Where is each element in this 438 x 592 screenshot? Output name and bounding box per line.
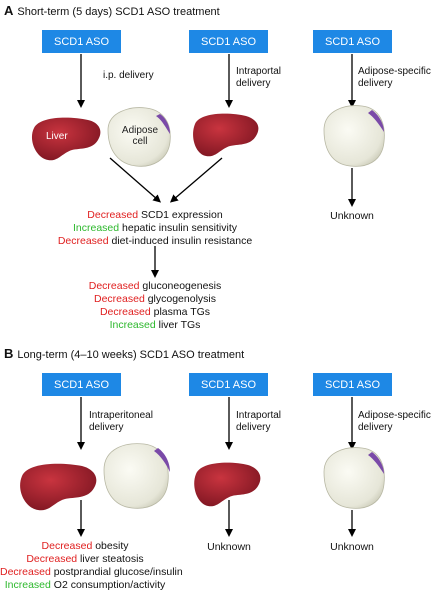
scd1-aso-box: SCD1 ASO: [313, 373, 392, 396]
scd1-aso-box: SCD1 ASO: [189, 30, 268, 53]
route-label-ip: i.p. delivery: [103, 70, 154, 81]
liver-icon: [193, 113, 259, 157]
scd1-aso-box: SCD1 ASO: [313, 30, 392, 53]
arrow-a-liver-to-effects: [109, 157, 162, 203]
route-label-intraperitoneal: Intraperitoneal delivery: [89, 410, 153, 433]
effects-list-b: Decreased obesity Decreased liver steato…: [0, 540, 183, 592]
effect-item: Increased liver TGs: [109, 319, 201, 331]
unknown-label: Unknown: [330, 210, 374, 222]
panel-a-title-text: Short-term (5 days) SCD1 ASO treatment: [17, 6, 220, 18]
effect-item: Decreased liver steatosis: [26, 553, 144, 565]
route-label-adipose: Adipose-specific delivery: [358, 410, 431, 433]
panel-b-letter: B: [4, 346, 14, 361]
unknown-label: Unknown: [330, 541, 374, 553]
scd1-aso-box: SCD1 ASO: [42, 373, 121, 396]
panel-a-letter: A: [4, 3, 14, 18]
arrow-a-portal-to-effects: [169, 157, 223, 203]
scd1-aso-box: SCD1 ASO: [42, 30, 121, 53]
effect-item: Increased O2 consumption/activity: [4, 579, 166, 591]
effect-item: Decreased SCD1 expression: [87, 209, 223, 221]
adipose-cell-icon: [103, 443, 170, 509]
adipose-cell-icon: [323, 447, 385, 509]
effect-item: Decreased gluconeogenesis: [88, 280, 222, 292]
adipose-cell-label: Adipose cell: [121, 125, 159, 147]
effect-item: Decreased glycogenolysis: [94, 293, 216, 305]
effect-item: Decreased obesity: [41, 540, 129, 552]
effect-item: Decreased diet-induced insulin resistanc…: [57, 235, 253, 247]
liver-icon: [20, 463, 97, 511]
effect-item: Decreased postprandial glucose/insulin: [0, 566, 183, 578]
liver-icon: [31, 117, 101, 161]
effect-item: Decreased plasma TGs: [99, 306, 211, 318]
liver-icon: [194, 462, 261, 507]
route-label-intraportal: Intraportal delivery: [236, 66, 282, 89]
effects-list-a1: Decreased SCD1 expression Increased hepa…: [0, 209, 310, 248]
adipose-cell-icon: [323, 105, 385, 167]
panel-b-title-text: Long-term (4–10 weeks) SCD1 ASO treatmen…: [17, 349, 245, 361]
unknown-label: Unknown: [207, 541, 251, 553]
route-label-adipose: Adipose-specific delivery: [358, 66, 431, 89]
effect-item: Increased hepatic insulin sensitivity: [72, 222, 237, 234]
scd1-aso-box: SCD1 ASO: [189, 373, 268, 396]
route-label-intraportal: Intraportal delivery: [236, 410, 282, 433]
liver-label: Liver: [46, 131, 68, 142]
adipose-cell-icon: [107, 107, 171, 167]
effects-list-a2: Decreased gluconeogenesis Decreased glyc…: [0, 280, 310, 332]
